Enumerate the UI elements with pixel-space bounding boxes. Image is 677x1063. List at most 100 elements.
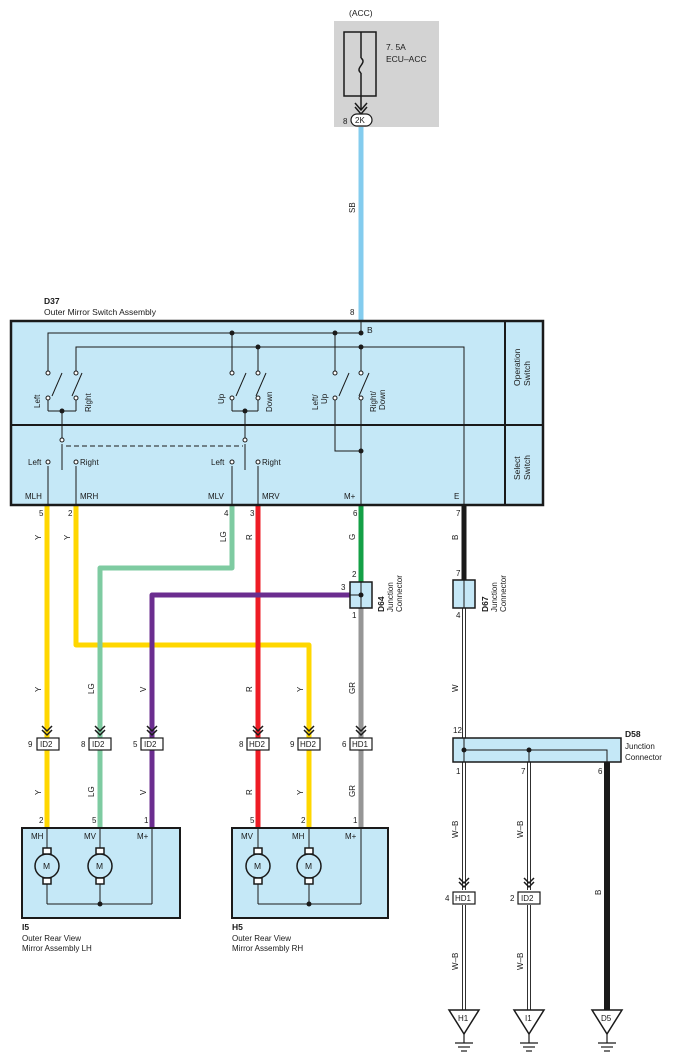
svg-text:Y: Y [296,789,305,795]
svg-text:W–B: W–B [516,953,525,970]
svg-text:W: W [451,684,460,692]
ground-h1: H1 [447,1009,481,1052]
wires [44,127,610,1010]
svg-text:Outer Rear View: Outer Rear View [22,934,81,943]
terminal-mrv: MRV [262,492,280,501]
switch-top-pin: 8 [350,308,355,317]
terminal-mlv: MLV [208,492,225,501]
svg-text:5: 5 [133,740,138,749]
svg-text:1: 1 [456,767,461,776]
svg-text:6: 6 [353,509,358,518]
sw-leftup-label-1: Left/ [311,394,320,410]
svg-text:7: 7 [456,509,461,518]
lh-terminal-mh: MH [31,832,44,841]
sel-right-label-2: Right [262,458,281,467]
svg-text:9: 9 [290,740,295,749]
sel-left-label-1: Left [28,458,42,467]
svg-text:R: R [245,789,254,795]
svg-text:1: 1 [144,816,149,825]
ground-d5: D5 [590,1009,624,1052]
svg-text:M: M [254,861,261,871]
switch-assembly: D37 Outer Mirror Switch Assembly 8 B Ope… [9,296,545,518]
lh-terminal-mv: MV [84,832,97,841]
svg-text:LG: LG [87,683,96,694]
svg-text:6: 6 [342,740,347,749]
wire-labels: SB Y Y LG R G B Y LG V R Y GR W Y LG V R… [34,202,603,970]
svg-text:W–B: W–B [451,953,460,970]
select-switch-label-2: Switch [522,455,532,480]
svg-text:Junction: Junction [490,582,499,612]
svg-text:Y: Y [296,686,305,692]
svg-text:Connector: Connector [499,575,508,612]
svg-text:B: B [451,535,460,540]
terminal-mlh: MLH [25,492,42,501]
svg-text:4: 4 [445,894,450,903]
svg-text:Outer Rear View: Outer Rear View [232,934,291,943]
svg-text:V: V [139,789,148,795]
svg-text:4: 4 [224,509,229,518]
svg-text:2: 2 [352,570,357,579]
svg-text:7: 7 [521,767,526,776]
svg-text:R: R [245,686,254,692]
svg-text:M: M [305,861,312,871]
svg-text:D5: D5 [601,1014,612,1023]
svg-text:I1: I1 [525,1014,532,1023]
svg-text:M: M [43,861,50,871]
junction-d64: 2 3 1 D64 Junction Connector [341,570,404,620]
svg-text:5: 5 [39,509,44,518]
svg-text:8: 8 [239,740,244,749]
sw-right-label: Right [84,393,93,412]
svg-text:GR: GR [348,785,357,797]
svg-text:7: 7 [456,569,461,578]
sel-right-label-1: Right [80,458,99,467]
terminal-mplus: M+ [344,492,356,501]
connector-boxes: 9 ID2 8 ID2 5 ID2 8 HD2 9 HD2 6 HD1 4 HD… [28,737,541,905]
svg-text:3: 3 [341,583,346,592]
svg-text:9: 9 [28,740,33,749]
sw-leftup-label-2: Up [320,393,329,404]
svg-text:8: 8 [81,740,86,749]
svg-text:SB: SB [348,202,357,213]
connector-hd1-b: HD1 [455,894,472,903]
switch-b-label: B [367,325,373,335]
svg-text:Junction: Junction [386,582,395,612]
junction-d58: 12 1 7 6 D58 Junction Connector [452,726,662,776]
mirror-lh-code: I5 [22,922,29,932]
d58-code: D58 [625,729,641,739]
svg-text:3: 3 [250,509,255,518]
d64-code: D64 [376,596,386,612]
svg-text:Mirror Assembly RH: Mirror Assembly RH [232,944,303,953]
svg-text:Connector: Connector [625,753,662,762]
connector-hd1-a: HD1 [352,740,369,749]
svg-text:Connector: Connector [395,575,404,612]
svg-text:Y: Y [63,534,72,540]
operation-switch-label-1: Operation [512,348,522,386]
connector-id2-b: ID2 [92,740,105,749]
sel-left-label-2: Left [211,458,225,467]
svg-text:M: M [96,861,103,871]
junction-d67: 7 4 D67 Junction Connector [452,569,508,620]
svg-text:Mirror Assembly LH: Mirror Assembly LH [22,944,92,953]
rh-terminal-mplus: M+ [345,832,357,841]
svg-text:4: 4 [456,611,461,620]
svg-text:2: 2 [510,894,515,903]
svg-text:LG: LG [219,531,228,542]
fuse-element-icon [358,57,364,74]
rh-terminal-mh: MH [292,832,305,841]
terminal-mrh: MRH [80,492,98,501]
svg-text:5: 5 [250,816,255,825]
svg-text:1: 1 [352,611,357,620]
svg-text:12: 12 [453,726,462,735]
svg-text:GR: GR [348,682,357,694]
sw-down-label: Down [265,392,274,412]
connector-id2-a: ID2 [40,740,53,749]
motor-icon [34,847,60,885]
motor-icon [296,847,322,885]
svg-text:W–B: W–B [451,821,460,838]
connector-hd2-a: HD2 [249,740,266,749]
svg-text:G: G [348,534,357,540]
operation-switch-label-2: Switch [522,361,532,386]
sw-rightdown-label-1: Right/ [369,390,378,412]
terminal-e: E [454,492,459,501]
motor-icon [87,847,113,885]
